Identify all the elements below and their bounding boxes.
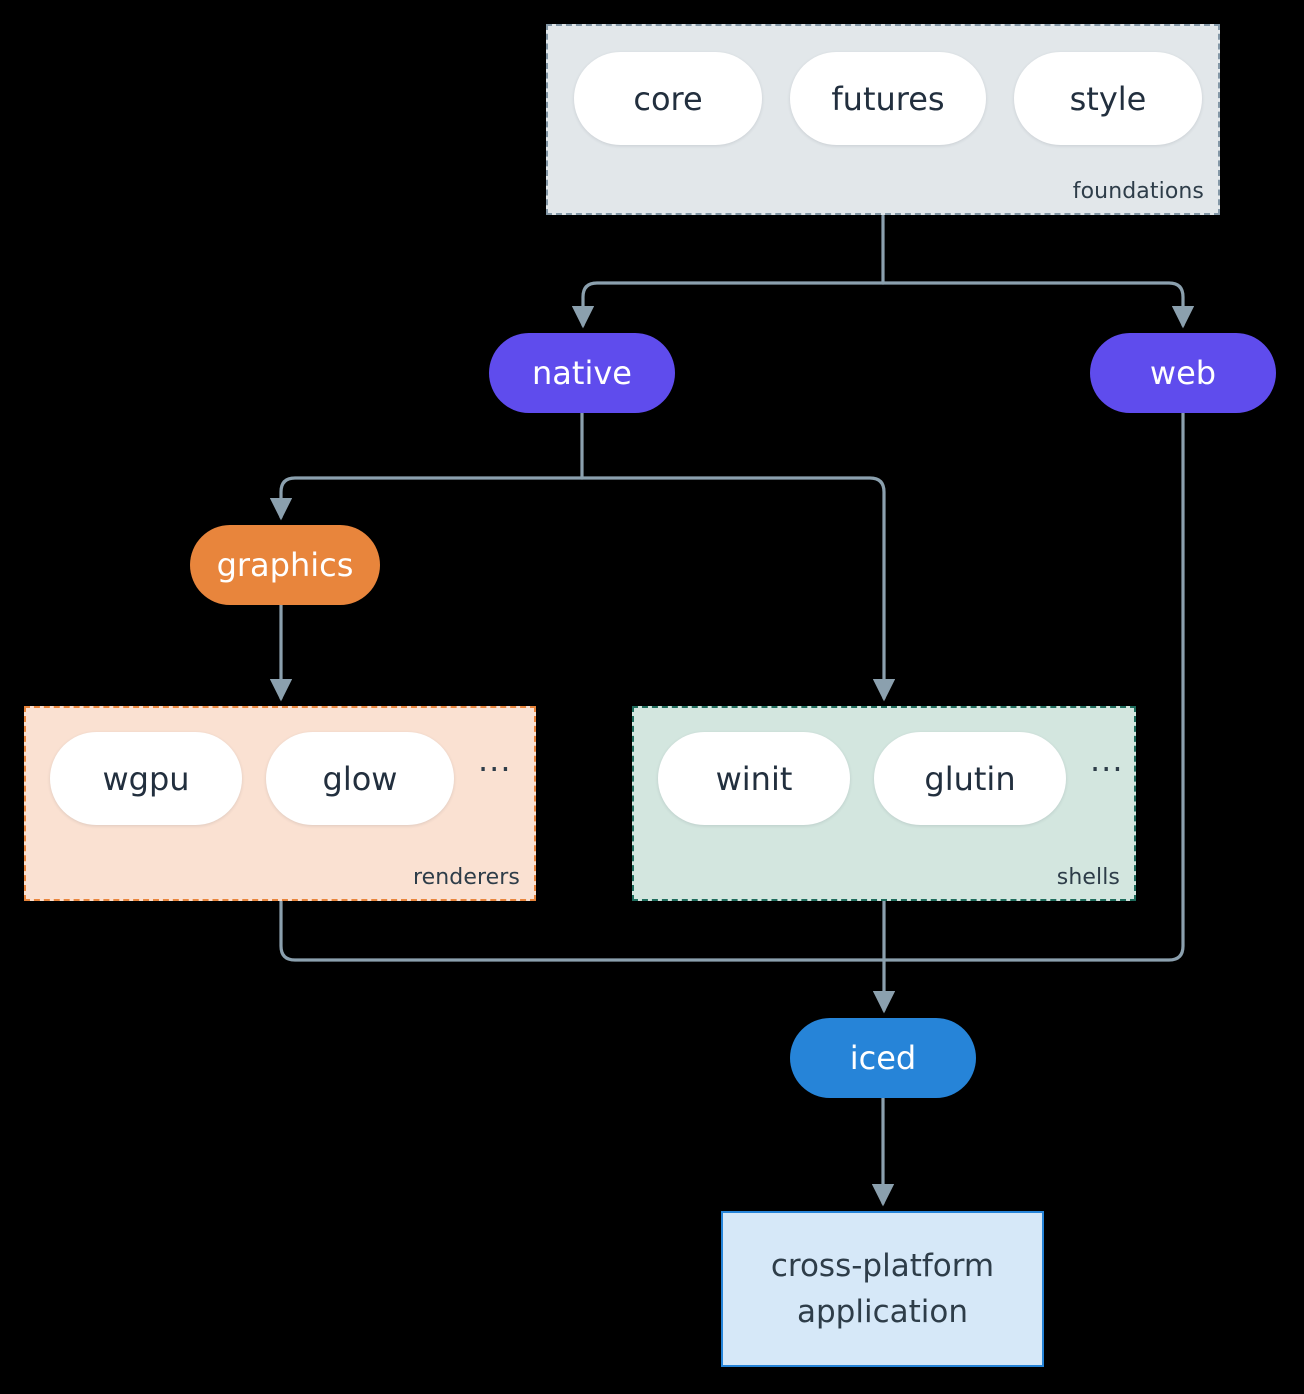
- shells-items: winit glutin ...: [658, 732, 1124, 825]
- edge-native-to-shells: [580, 476, 896, 702]
- group-label-foundations: foundations: [1072, 179, 1204, 204]
- application-line-1: cross-platform: [770, 1248, 995, 1284]
- edge-web-to-bus: [882, 411, 1185, 962]
- edge-foundations-to-web: [881, 281, 1195, 329]
- chip-futures[interactable]: futures: [790, 52, 986, 145]
- chip-glow[interactable]: glow: [266, 732, 454, 825]
- application-line-2: application: [797, 1294, 968, 1330]
- shells-ellipsis: ...: [1090, 741, 1124, 779]
- renderers-items: wgpu glow ...: [50, 732, 512, 825]
- edge-native-to-graphics: [269, 476, 584, 521]
- group-renderers: wgpu glow ... renderers: [24, 706, 536, 901]
- chip-style[interactable]: style: [1014, 52, 1202, 145]
- chip-core[interactable]: core: [574, 52, 762, 145]
- group-shells: winit glutin ... shells: [632, 706, 1136, 901]
- node-web[interactable]: web: [1090, 333, 1276, 413]
- group-label-shells: shells: [1056, 865, 1120, 890]
- foundations-items: core futures style: [574, 52, 1202, 145]
- renderers-ellipsis: ...: [478, 741, 512, 779]
- chip-winit[interactable]: winit: [658, 732, 850, 825]
- chip-glutin[interactable]: glutin: [874, 732, 1066, 825]
- edge-renderers-to-bus: [279, 899, 886, 962]
- edge-foundations-to-native: [571, 281, 885, 329]
- node-native[interactable]: native: [489, 333, 675, 413]
- node-graphics[interactable]: graphics: [190, 525, 380, 605]
- chip-wgpu[interactable]: wgpu: [50, 732, 242, 825]
- node-iced[interactable]: iced: [790, 1018, 976, 1098]
- node-cross-platform-application[interactable]: cross-platform application: [721, 1211, 1044, 1367]
- group-foundations: core futures style foundations: [546, 24, 1220, 215]
- group-label-renderers: renderers: [412, 865, 520, 890]
